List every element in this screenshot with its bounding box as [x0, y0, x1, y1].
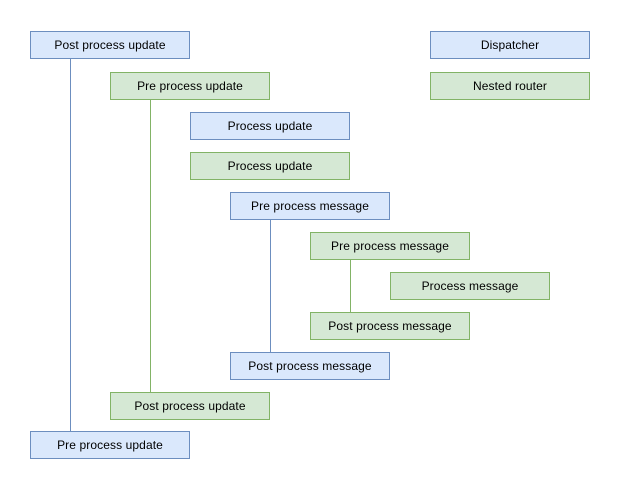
node-process-update-dispatcher[interactable]: Process update	[190, 112, 350, 140]
node-post-process-update-dispatcher[interactable]: Post process update	[30, 31, 190, 59]
node-process-update-router[interactable]: Process update	[190, 152, 350, 180]
legend-item-dispatcher[interactable]: Dispatcher	[430, 31, 590, 59]
legend-item-nested-router[interactable]: Nested router	[430, 72, 590, 100]
connector-pre-to-post-process-message-router	[350, 260, 351, 313]
node-pre-process-message-router[interactable]: Pre process message	[310, 232, 470, 260]
node-process-message-router[interactable]: Process message	[390, 272, 550, 300]
node-post-process-message-router[interactable]: Post process message	[310, 312, 470, 340]
connector-pre-to-post-process-message-dispatcher	[270, 220, 271, 353]
node-post-process-message-dispatcher[interactable]: Post process message	[230, 352, 390, 380]
connector-pre-to-post-process-update-router	[150, 100, 151, 393]
node-post-process-update-router[interactable]: Post process update	[110, 392, 270, 420]
connector-pre-to-post-process-update-dispatcher	[70, 59, 71, 432]
node-pre-process-update-router[interactable]: Pre process update	[110, 72, 270, 100]
node-pre-process-update-dispatcher[interactable]: Pre process update	[30, 431, 190, 459]
node-pre-process-message-dispatcher[interactable]: Pre process message	[230, 192, 390, 220]
